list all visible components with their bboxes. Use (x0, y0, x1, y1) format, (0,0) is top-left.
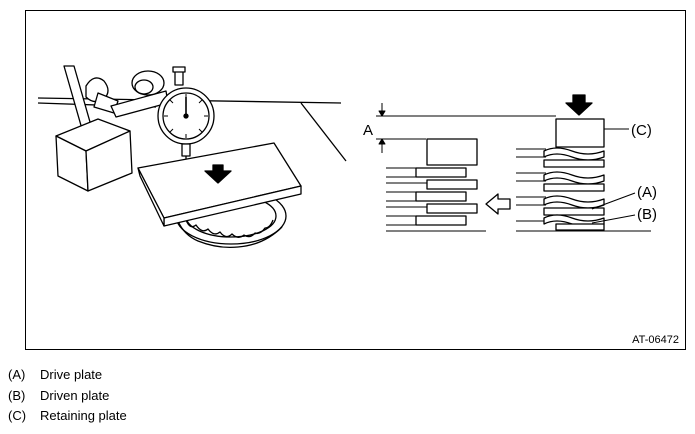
leader-b (591, 214, 636, 224)
left-plate-stack (386, 138, 486, 232)
leader-a (591, 192, 636, 210)
legend-text: Retaining plate (40, 408, 127, 423)
callout-driven-plate: (B) (637, 206, 657, 223)
legend-key: (A) (8, 367, 26, 382)
legend: (A) Drive plate (B) Driven plate (C) Ret… (8, 365, 127, 427)
press-down-arrow-icon (204, 164, 232, 184)
dial-gauge (157, 66, 215, 171)
callout-drive-plate: (A) (637, 184, 657, 201)
clutch-clearance-diagram: A (C) (A) (B) (37, 65, 657, 249)
hollow-left-arrow-icon (485, 193, 511, 215)
legend-item: (A) Drive plate (8, 365, 127, 386)
right-plate-stack (516, 118, 651, 232)
callout-retaining-plate: (C) (631, 122, 652, 139)
legend-text: Drive plate (40, 367, 103, 382)
figure-id: AT-06472 (632, 334, 679, 346)
legend-item: (B) Driven plate (8, 386, 127, 407)
legend-text: Driven plate (40, 387, 110, 403)
legend-key: (C) (8, 408, 27, 423)
dial-gauge-illustration (37, 65, 347, 249)
legend-key: (B) (8, 387, 26, 403)
adjust-wheel (131, 70, 165, 96)
diagram-frame: A (C) (A) (B) AT-06472 (25, 10, 686, 350)
dimension-a-marker (376, 103, 556, 153)
plate-stack-schematic (376, 94, 651, 232)
callout-dimension-a: A (363, 122, 373, 139)
legend-item: (C) Retaining plate (8, 406, 127, 427)
press-down-arrow-icon (565, 94, 593, 116)
magnetic-base (55, 118, 133, 192)
